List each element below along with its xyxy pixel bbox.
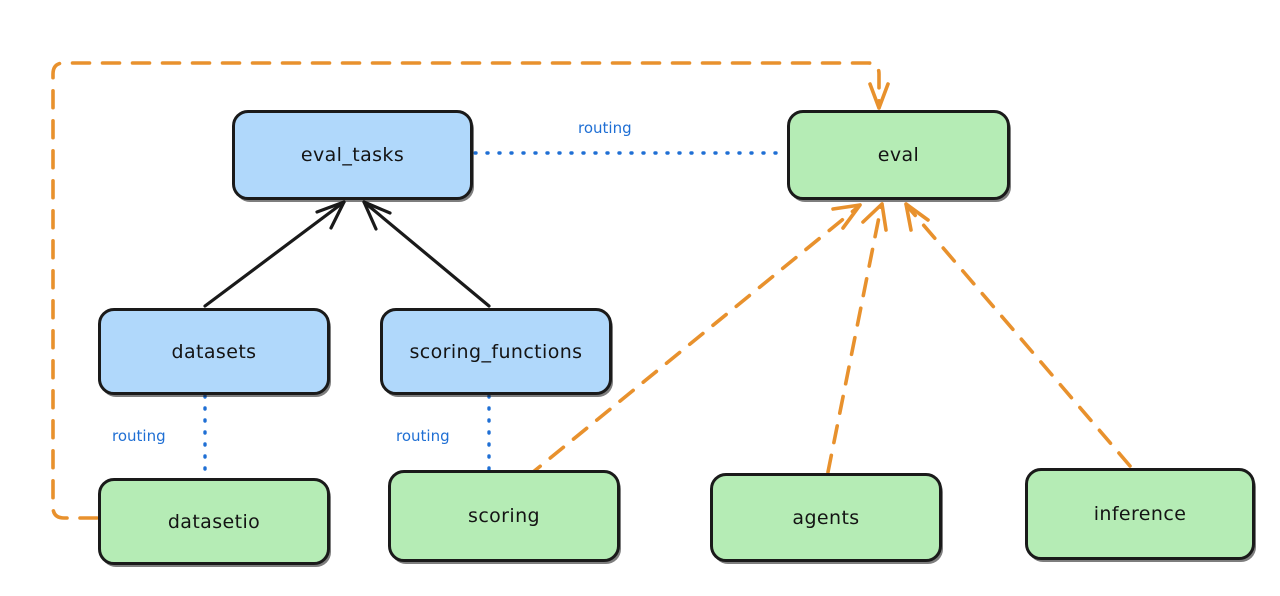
edge-scoring-to-eval-dependency bbox=[525, 203, 862, 479]
node-label: datasetio bbox=[167, 510, 261, 533]
edge-label-routing-eval: routing bbox=[578, 119, 632, 137]
edge-datasets-to-eval-tasks bbox=[203, 200, 346, 308]
node-label: scoring_functions bbox=[409, 340, 583, 363]
node-scoring-functions[interactable]: scoring_functions bbox=[380, 308, 612, 395]
node-agents[interactable]: agents bbox=[710, 473, 942, 562]
node-scoring[interactable]: scoring bbox=[388, 470, 620, 562]
node-inference[interactable]: inference bbox=[1025, 468, 1255, 560]
edge-label-routing-scoring: routing bbox=[396, 427, 450, 445]
edge-inference-to-eval-dependency bbox=[904, 202, 1132, 468]
node-datasetio[interactable]: datasetio bbox=[98, 478, 330, 565]
node-label: agents bbox=[792, 506, 860, 529]
node-label: eval_tasks bbox=[300, 144, 405, 166]
edge-label-routing-datasets: routing bbox=[112, 427, 166, 445]
node-eval[interactable]: eval bbox=[787, 110, 1010, 200]
node-eval-tasks[interactable]: eval_tasks bbox=[232, 110, 473, 200]
node-label: inference bbox=[1093, 503, 1187, 525]
edge-datasetio-to-eval-dependency bbox=[51, 61, 890, 520]
node-label: eval bbox=[877, 144, 920, 166]
node-datasets[interactable]: datasets bbox=[98, 308, 330, 395]
edge-agents-to-eval-dependency bbox=[826, 202, 888, 474]
node-label: datasets bbox=[171, 340, 257, 363]
edge-scoring-functions-to-eval-tasks bbox=[362, 200, 491, 308]
node-label: scoring bbox=[468, 505, 540, 527]
